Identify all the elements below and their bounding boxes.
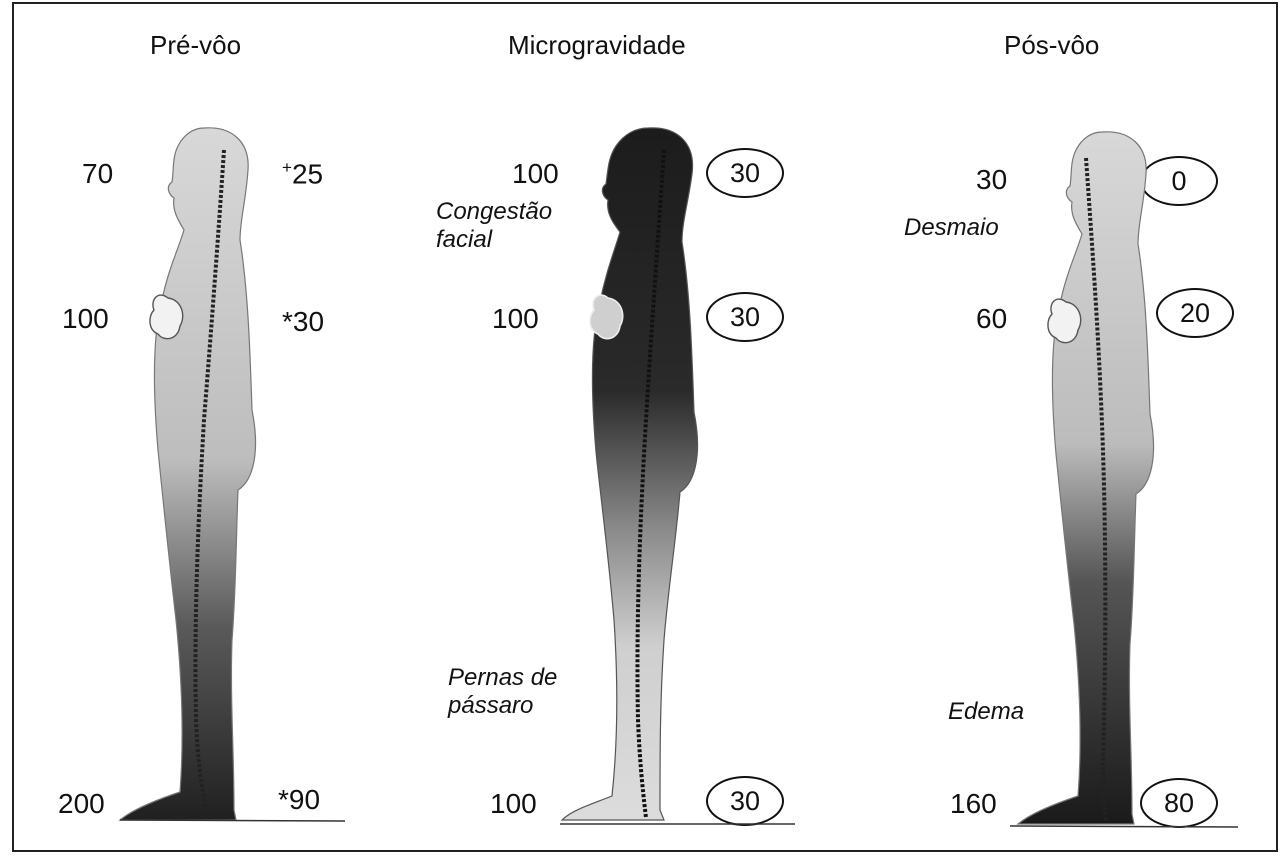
post-flight-ground-line xyxy=(1010,826,1238,827)
pre-flight-ground-line xyxy=(120,820,345,821)
